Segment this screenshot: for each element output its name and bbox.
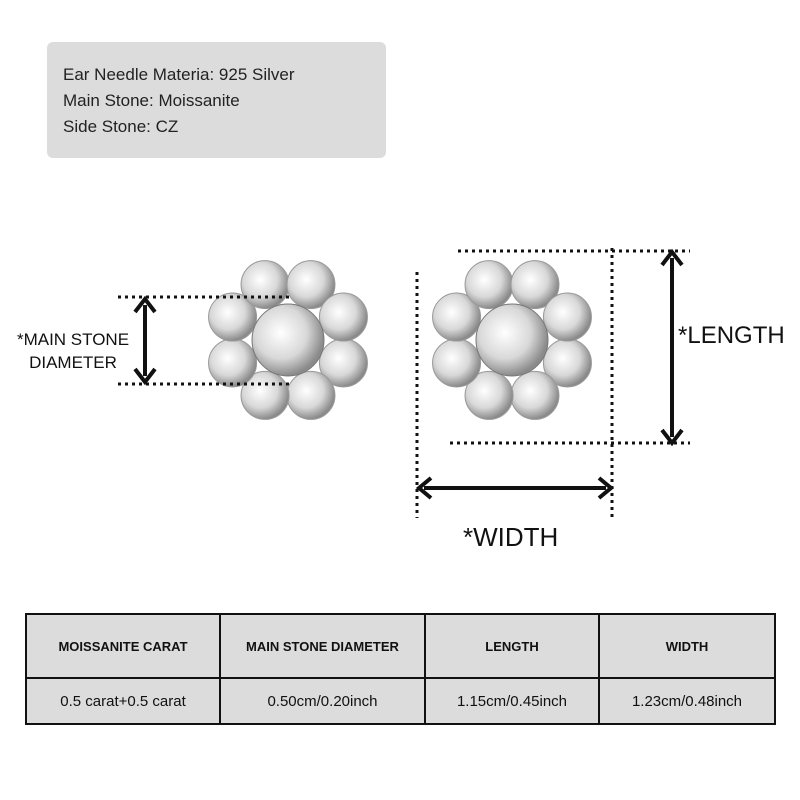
side-stone [286, 260, 336, 310]
side-stone [208, 292, 258, 342]
side-stone [542, 292, 592, 342]
value-carat: 0.5 carat+0.5 carat [25, 677, 221, 725]
main-stone [475, 303, 549, 377]
side-stone [464, 370, 514, 420]
length-label: *LENGTH [678, 322, 785, 349]
side-stone [432, 292, 482, 342]
side-stone [432, 338, 482, 388]
dimension-lines [118, 248, 690, 518]
side-stone [208, 338, 258, 388]
header-diameter: MAIN STONE DIAMETER [219, 613, 426, 679]
main-stone-label-line2: DIAMETER [29, 353, 117, 372]
value-diameter: 0.50cm/0.20inch [219, 677, 426, 725]
spec-main-stone: Main Stone: Moissanite [63, 91, 240, 110]
side-stone [510, 260, 560, 310]
spec-side-stone: Side Stone: CZ [63, 117, 179, 136]
value-length: 1.15cm/0.45inch [424, 677, 600, 725]
header-carat: MOISSANITE CARAT [25, 613, 221, 679]
side-stone [510, 370, 560, 420]
main-stone-label-line1: *MAIN STONE [16, 330, 130, 349]
spec-table: MOISSANITE CARAT MAIN STONE DIAMETER LEN… [25, 613, 776, 725]
side-stone [464, 260, 514, 310]
side-stone [286, 370, 336, 420]
earring-right [432, 260, 592, 420]
spec-box: Ear Needle Materia: 925 Silver Main Ston… [47, 42, 386, 158]
spec-material: Ear Needle Materia: 925 Silver [63, 65, 295, 84]
side-stone [318, 292, 368, 342]
side-stone [240, 260, 290, 310]
header-length: LENGTH [424, 613, 600, 679]
table-row: 0.5 carat+0.5 carat 0.50cm/0.20inch 1.15… [25, 677, 776, 725]
width-label: *WIDTH [463, 522, 559, 552]
main-stone-label: *MAIN STONE DIAMETER [3, 330, 143, 373]
value-width: 1.23cm/0.48inch [598, 677, 776, 725]
earring-diagram [118, 248, 690, 518]
table-header-row: MOISSANITE CARAT MAIN STONE DIAMETER LEN… [25, 613, 776, 679]
main-stone [251, 303, 325, 377]
arrows [133, 248, 684, 500]
header-width: WIDTH [598, 613, 776, 679]
earring-left [208, 260, 368, 420]
